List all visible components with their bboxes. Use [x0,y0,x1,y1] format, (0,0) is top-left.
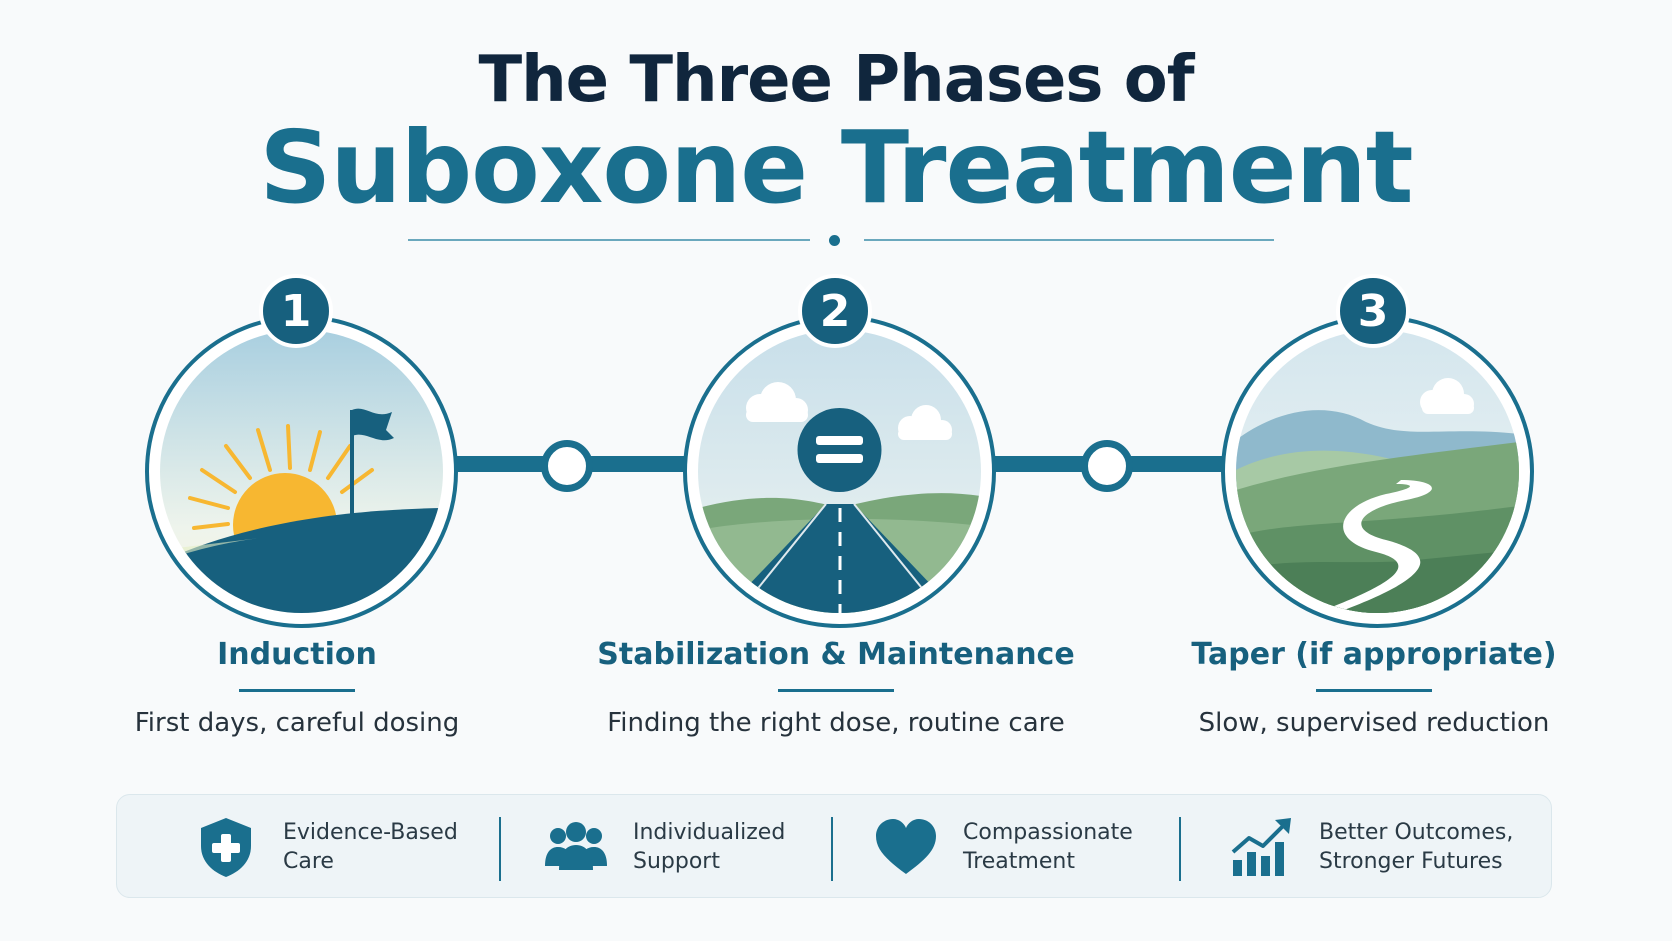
growth-chart-icon [1231,818,1291,876]
phase-1-underline [239,689,355,692]
title-separator-left [408,239,810,241]
feature-outcomes-label: Better Outcomes,Stronger Futures [1319,820,1514,874]
phase-2-description: Finding the right dose, routine care [607,708,1065,738]
feature-divider-3 [1179,817,1181,881]
phase-2-number-badge: 2 [798,274,872,348]
connector-node-1-2 [541,440,593,492]
phase-3-underline [1316,689,1432,692]
title-line-2: Suboxone Treatment [259,109,1413,226]
title-separator-right [864,239,1274,241]
title-separator-dot [829,235,840,246]
heart-icon [876,819,936,874]
phase-3-description: Slow, supervised reduction [1198,708,1550,738]
phase-2-illustration [683,315,996,628]
shield-cross-icon [201,818,251,877]
feature-divider-1 [499,817,501,881]
phase-2-underline [778,689,894,692]
feature-outcomes: Better Outcomes,Stronger Futures [1229,795,1519,899]
title-line-1: The Three Phases of [478,43,1194,117]
phase-2-title: Stabilization & Maintenance [597,637,1075,672]
phase-3-illustration [1221,315,1534,628]
phase-1-title: Induction [217,637,377,672]
feature-divider-2 [831,817,833,881]
sunrise-hill-icon [160,330,443,613]
straight-road-icon [698,330,981,613]
connector-node-2-3 [1081,440,1133,492]
phase-1-illustration [145,315,458,628]
phase-3-number-badge: 3 [1336,274,1410,348]
phase-1-number-badge: 1 [259,274,333,348]
phase-1-description: First days, careful dosing [134,708,460,738]
people-group-icon [545,822,607,870]
phase-3-title: Taper (if appropriate) [1191,637,1557,672]
winding-path-icon [1236,330,1519,613]
